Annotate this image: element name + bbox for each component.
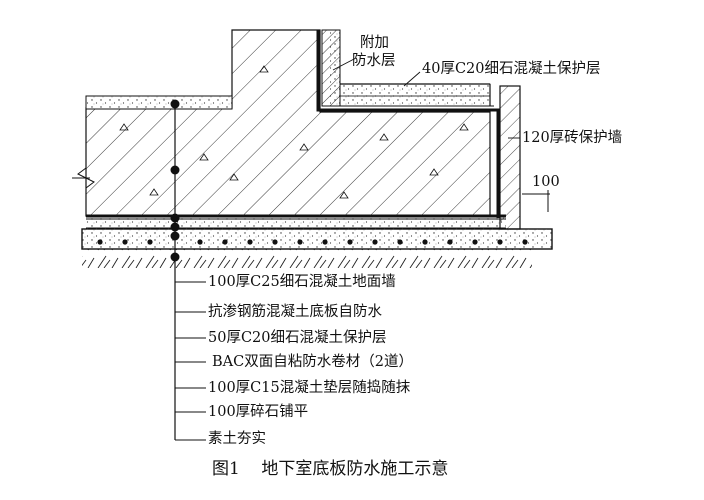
break-line-symbol (72, 96, 95, 216)
layer-label-1: 100厚C25细石混凝土地面墙 (208, 274, 396, 290)
layer-label-6: 100厚碎石铺平 (208, 404, 309, 420)
compacted-soil-layer (82, 248, 532, 268)
layer-callout-leader (170, 99, 206, 441)
dim-100-marker (519, 190, 550, 229)
label-brick-wall: 120厚砖保护墙 (522, 130, 623, 146)
layer-label-4: BAC双面自粘防水卷材（2道） (212, 354, 413, 370)
c20-40-protect-layer (330, 30, 491, 106)
bottom-membrane-layers (86, 214, 506, 229)
brick-protection-wall (499, 85, 521, 230)
layer-label-2: 抗渗钢筋混凝土底板自防水 (208, 304, 382, 320)
c15-cushion-layer (81, 228, 553, 250)
layer-label-3: 50厚C20细石混凝土保护层 (208, 330, 387, 346)
layer-label-5: 100厚C15混凝土垫层随捣随抹 (208, 380, 411, 396)
label-extra-layer-1: 附加 (360, 35, 389, 51)
top-leaders (332, 57, 520, 139)
layer-label-7: 素土夯实 (208, 431, 266, 447)
label-dim-100: 100 (532, 174, 560, 190)
rc-slab-and-wall (85, 29, 491, 217)
label-protect-40: 40厚C20细石混凝土保护层 (422, 61, 601, 77)
figure-caption: 图1 地下室底板防水施工示意 (212, 459, 449, 479)
label-extra-layer-2: 防水层 (352, 53, 396, 69)
